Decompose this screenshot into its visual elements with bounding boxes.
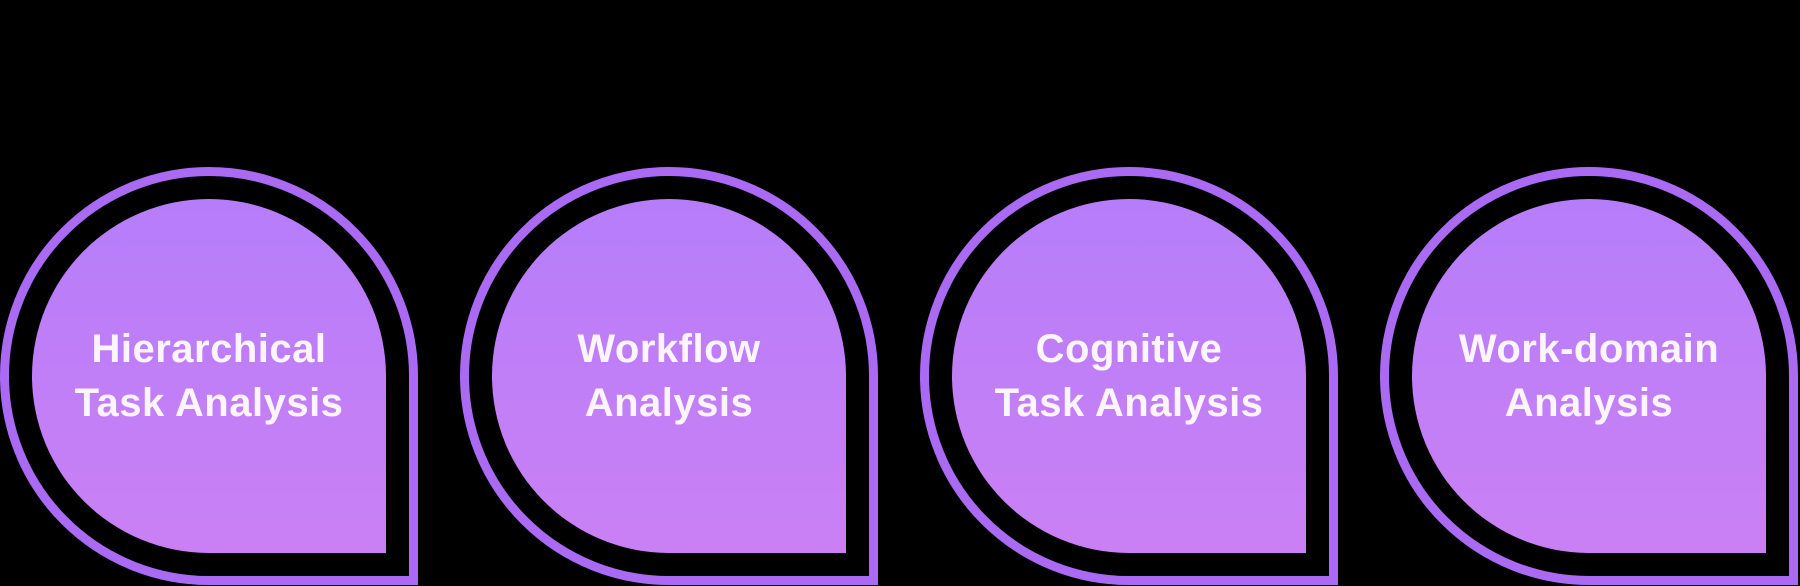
node-bubble: Work-domain Analysis	[1412, 199, 1766, 553]
node-workflow-analysis: Workflow Analysis	[460, 167, 878, 585]
node-bubble: Workflow Analysis	[492, 199, 846, 553]
node-hierarchical-task-analysis: Hierarchical Task Analysis	[0, 167, 418, 585]
node-ring	[0, 167, 418, 585]
node-ring	[1380, 167, 1798, 585]
node-label-line1: Cognitive	[1035, 327, 1223, 371]
node-ring	[920, 167, 1338, 585]
node-label-line2: Analysis	[1504, 381, 1674, 425]
node-label-line2: Analysis	[584, 381, 754, 425]
node-work-domain-analysis: Work-domain Analysis	[1380, 167, 1798, 585]
node-label-line1: Hierarchical	[91, 327, 327, 371]
node-bubble: Cognitive Task Analysis	[952, 199, 1306, 553]
node-ring	[460, 167, 878, 585]
node-label-line1: Work-domain	[1458, 327, 1720, 371]
node-bubble: Hierarchical Task Analysis	[32, 199, 386, 553]
node-label-line1: Workflow	[577, 327, 761, 371]
node-label-line2: Task Analysis	[74, 381, 344, 425]
node-label-line2: Task Analysis	[994, 381, 1264, 425]
node-cognitive-task-analysis: Cognitive Task Analysis	[920, 167, 1338, 585]
